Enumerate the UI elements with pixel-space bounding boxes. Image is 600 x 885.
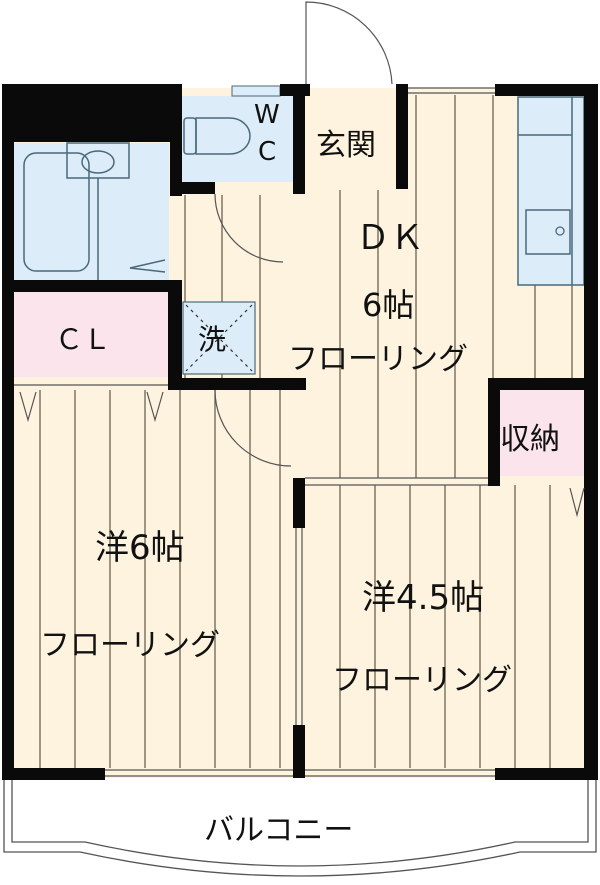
bathroom — [14, 143, 169, 280]
laundry-label: 洗 — [198, 323, 227, 356]
sink-icon — [525, 209, 571, 255]
bathtub-icon — [23, 142, 166, 280]
western-45-floor-type: フローリング — [332, 663, 512, 698]
dk-size: 6帖 — [362, 286, 415, 324]
wc-label-w: W — [254, 100, 280, 130]
storage — [498, 388, 584, 476]
storage-label: 収納 — [500, 422, 560, 457]
balcony-outline — [11, 780, 589, 867]
entrance-label: 玄関 — [316, 128, 376, 163]
flooring-lines — [39, 95, 573, 768]
kitchen-counter — [517, 96, 585, 286]
balcony-label: バルコニー — [204, 813, 354, 848]
laundry-space — [182, 301, 256, 375]
western-45-label: 洋4.5帖 — [362, 578, 485, 618]
walls — [2, 84, 598, 780]
closet-label: ＣＬ — [55, 323, 112, 356]
wc-label-c: C — [258, 137, 277, 167]
dk-label: ＤＫ — [356, 218, 424, 258]
closet — [14, 292, 168, 377]
wc-room — [180, 96, 295, 182]
toilet-icon — [183, 117, 251, 155]
western-6-label: 洋6帖 — [95, 528, 185, 568]
doors — [14, 1, 585, 777]
dk-floor-type: フローリング — [288, 342, 468, 377]
wc-window — [231, 85, 281, 97]
western-6-floor-type: フローリング — [40, 628, 220, 663]
